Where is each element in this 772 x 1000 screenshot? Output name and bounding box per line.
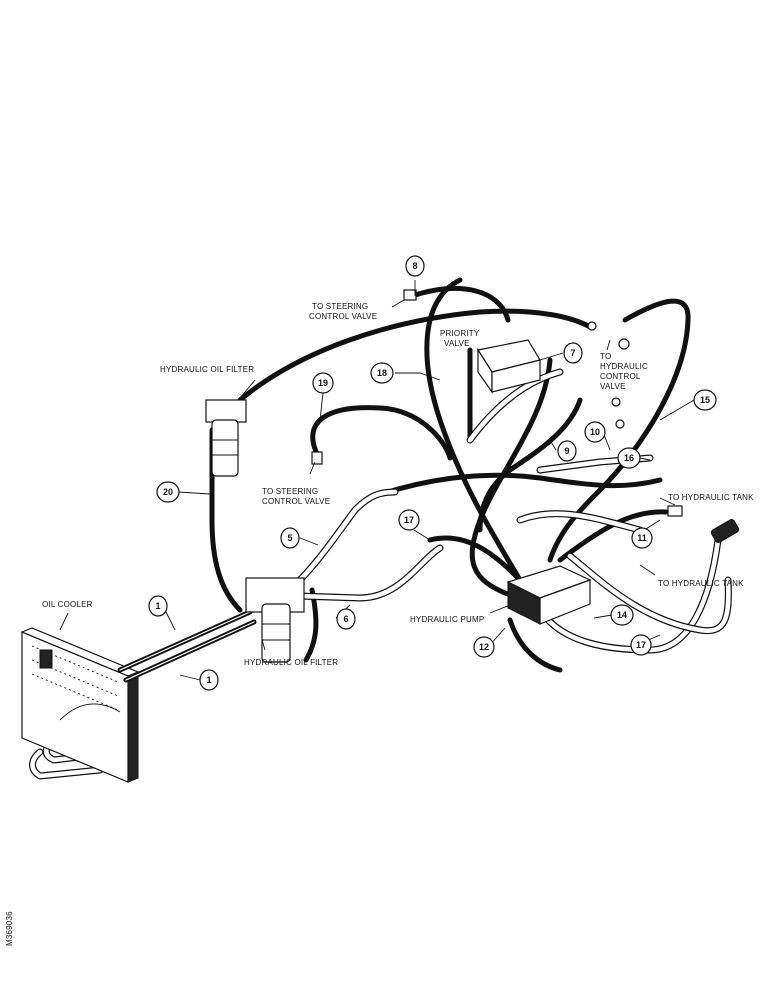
callout-1-upper: 1 xyxy=(148,595,168,617)
callout-14: 15 xyxy=(693,389,717,411)
tube-priority xyxy=(466,368,564,444)
callout-20-text: 20 xyxy=(163,487,173,497)
callout-10: 10 xyxy=(584,421,606,443)
tube-6 xyxy=(294,544,444,602)
callout-12: 12 xyxy=(473,636,495,658)
callout-20: 20 xyxy=(156,481,180,503)
hydraulic-oil-filter-bottom-component xyxy=(245,577,305,663)
to-steering-top-line2: CONTROL VALVE xyxy=(309,312,377,321)
priority-valve-line1: PRIORITY xyxy=(440,329,480,338)
to-hydraulic-control-line4: VALVE xyxy=(600,382,626,391)
leader-lines xyxy=(59,280,695,681)
callout-1-upper-text: 1 xyxy=(155,601,160,611)
to-steering-mid-line1: TO STEERING xyxy=(262,487,318,496)
callout-5: 5 xyxy=(280,527,300,549)
hose-8 xyxy=(409,285,511,323)
callout-6-text: 6 xyxy=(343,614,348,624)
priority-valve-line2: VALVE xyxy=(444,339,470,348)
callout-11: 11 xyxy=(631,527,653,549)
label-oil-cooler: OIL COOLER xyxy=(42,600,93,609)
hose-filter-to-valve xyxy=(237,308,595,403)
callout-10-text: 10 xyxy=(590,427,600,437)
label-to-steering-top: TO STEERING CONTROL VALVE xyxy=(309,302,377,321)
callout-13-text: 14 xyxy=(617,610,627,620)
callout-8-text: 8 xyxy=(412,261,417,271)
callout-6: 6 xyxy=(336,608,356,630)
callout-19: 19 xyxy=(312,372,334,394)
callout-17: 17 xyxy=(630,634,652,656)
callout-1-lower-text: 1 xyxy=(206,675,211,685)
label-hydraulic-pump: HYDRAULIC PUMP xyxy=(410,615,484,624)
figure-code: M369036 xyxy=(5,911,14,946)
tube-to-tank xyxy=(516,510,644,534)
label-priority-valve: PRIORITY VALVE xyxy=(440,329,480,348)
hose-9 xyxy=(477,397,583,533)
label-to-hydraulic-tank-2: TO HYDRAULIC TANK xyxy=(658,579,744,588)
to-hydraulic-control-line2: HYDRAULIC xyxy=(600,362,648,371)
hose-steering-mid xyxy=(367,472,663,501)
hydraulic-oil-filter-top-component xyxy=(205,399,247,477)
hose-12 xyxy=(507,617,563,673)
tube-5 xyxy=(294,488,399,586)
label-to-hydraulic-control: TO HYDRAULIC CONTROL VALVE xyxy=(600,352,648,391)
callout-17-text: 17 xyxy=(636,640,646,650)
tube-17 xyxy=(566,552,732,635)
label-hydraulic-oil-filter-bottom: HYDRAULIC OIL FILTER xyxy=(244,658,338,667)
to-hydraulic-control-line3: CONTROL xyxy=(600,372,641,381)
hose-1 xyxy=(117,609,257,683)
callout-14-text: 15 xyxy=(700,395,710,405)
callout-7-text: 7 xyxy=(570,348,575,358)
to-hydraulic-control-line1: TO xyxy=(600,352,611,361)
to-steering-mid-line2: CONTROL VALVE xyxy=(262,497,330,506)
callout-16-text: 17 xyxy=(404,515,414,525)
callout-13: 14 xyxy=(610,604,634,626)
callout-8: 8 xyxy=(405,255,425,277)
callout-19-text: 19 xyxy=(318,378,328,388)
hose-20 xyxy=(209,427,243,613)
hydraulic-pump-component xyxy=(506,565,592,625)
callout-15-text: 16 xyxy=(624,453,634,463)
callout-18-text: 18 xyxy=(377,368,387,378)
callout-5-text: 5 xyxy=(287,533,292,543)
hose-filter-right xyxy=(303,587,319,663)
label-hydraulic-oil-filter-top: HYDRAULIC OIL FILTER xyxy=(160,365,254,374)
callout-18: 18 xyxy=(370,362,394,384)
callout-11-text: 11 xyxy=(637,533,647,543)
callout-1-lower: 1 xyxy=(199,669,219,691)
oil-cooler xyxy=(20,627,140,783)
to-steering-top-line1: TO STEERING xyxy=(312,302,368,311)
callout-7: 7 xyxy=(563,342,583,364)
label-to-steering-mid: TO STEERING CONTROL VALVE xyxy=(262,487,330,506)
callout-9-text: 9 xyxy=(564,446,569,456)
callout-12-text: 12 xyxy=(479,642,489,652)
hose-16 xyxy=(427,535,523,583)
callout-15: 16 xyxy=(617,447,641,469)
callout-9: 9 xyxy=(557,440,577,462)
label-to-hydraulic-tank-1: TO HYDRAULIC TANK xyxy=(668,493,754,502)
callout-16: 17 xyxy=(398,509,420,531)
tank-fittings xyxy=(311,289,740,543)
hose-18 xyxy=(424,277,523,583)
hose-19 xyxy=(310,405,453,461)
